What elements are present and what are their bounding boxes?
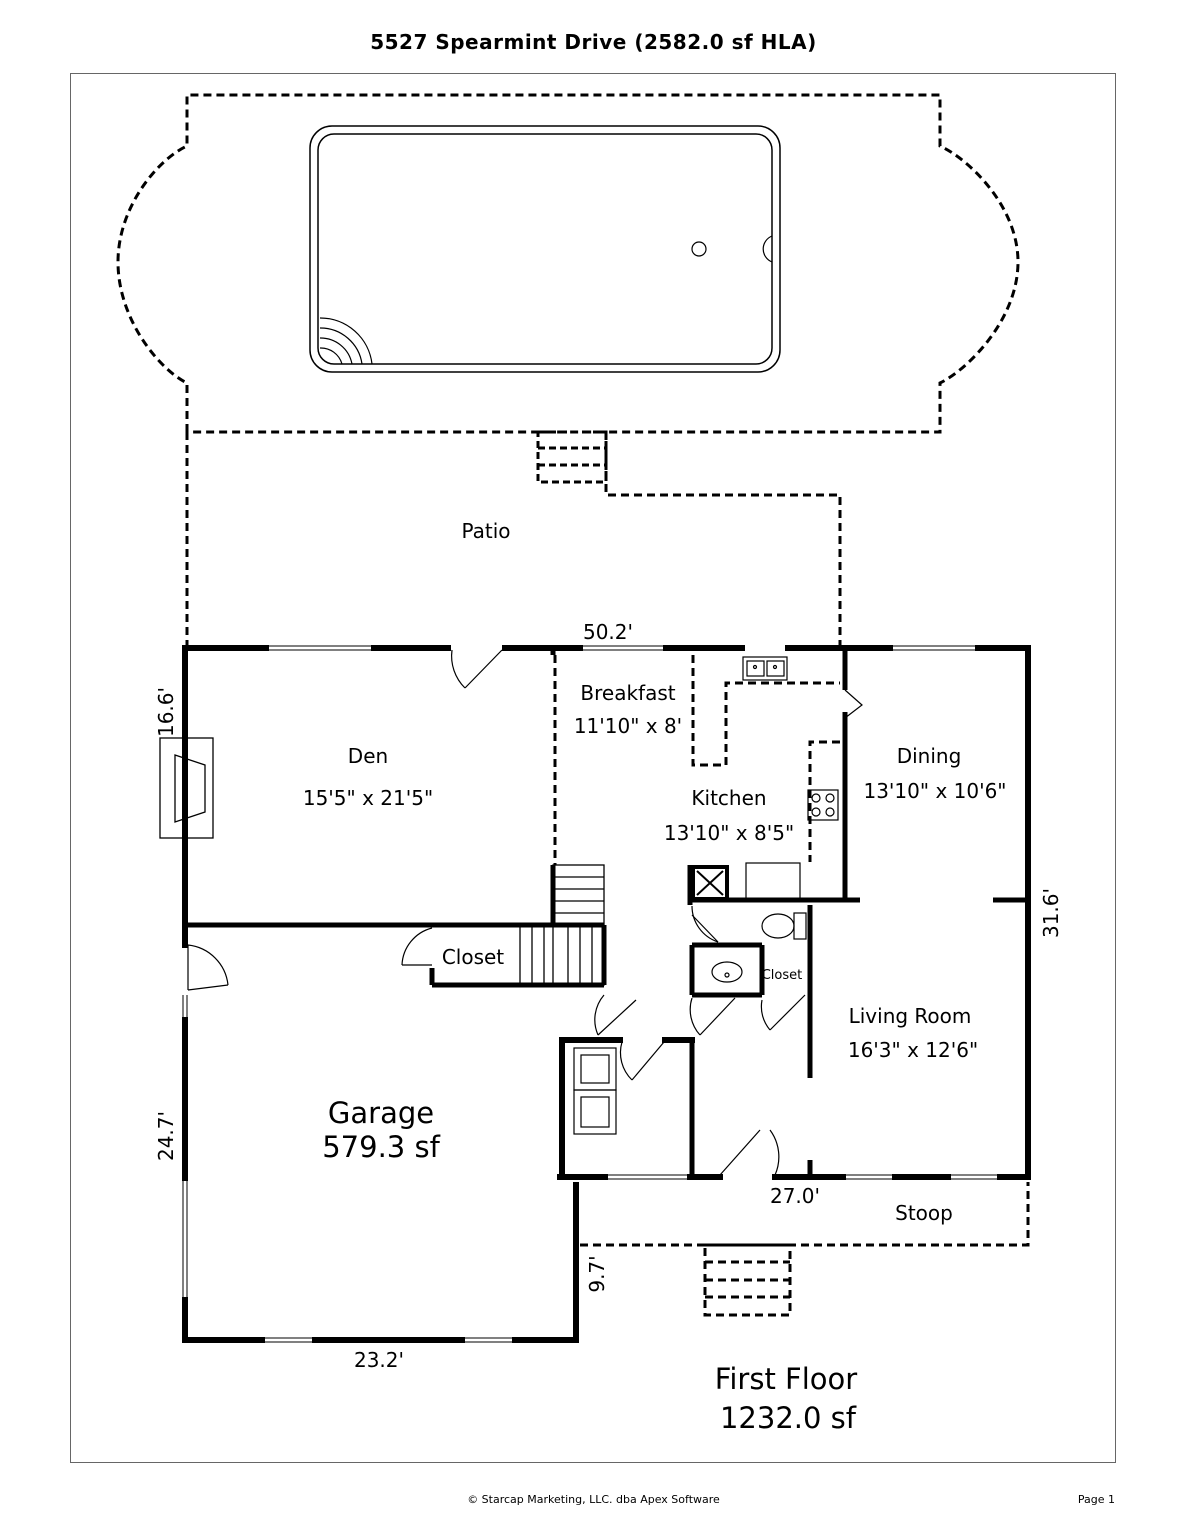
footer-copyright: © Starcap Marketing, LLC. dba Apex Softw…: [467, 1493, 720, 1506]
stoop-outline: [580, 1182, 1030, 1317]
kitchen-fixtures: [691, 656, 839, 983]
living-room-label: Living Room: [849, 1004, 972, 1028]
fireplace: [159, 737, 214, 839]
kitchen-size: 13'10" x 8'5": [664, 821, 794, 845]
patio-label: Patio: [461, 519, 510, 543]
garage-area: 579.3 sf: [322, 1130, 440, 1164]
exterior-walls: [182, 645, 1031, 1343]
dimension-left-den: 16.6': [154, 687, 178, 737]
footer-page-number: Page 1: [1077, 1493, 1115, 1506]
laundry-appliances: [573, 1047, 617, 1135]
dimension-right: 31.6': [1039, 888, 1063, 938]
dining-label: Dining: [897, 744, 962, 768]
dimension-left-garage: 24.7': [154, 1111, 178, 1161]
stairs: [519, 864, 605, 986]
dimension-top: 50.2': [583, 620, 633, 644]
pool-deck-outline: [116, 93, 1020, 434]
floor-name: First Floor: [715, 1362, 857, 1396]
hall-closet-label: Closet: [442, 945, 504, 969]
dimension-garage-bottom: 23.2': [354, 1348, 404, 1372]
stoop-label: Stoop: [895, 1201, 953, 1225]
kitchen-label: Kitchen: [691, 786, 766, 810]
patio-steps: [536, 430, 608, 484]
doors: [187, 649, 863, 1176]
small-closet-label: Closet: [762, 968, 803, 983]
patio-outline: [185, 432, 842, 645]
windows: [182, 645, 1000, 1343]
floor-area: 1232.0 sf: [720, 1401, 857, 1435]
page-title: 5527 Spearmint Drive (2582.0 sf HLA): [370, 30, 817, 54]
dimension-front: 27.0': [770, 1184, 820, 1208]
dining-size: 13'10" x 10'6": [863, 779, 1006, 803]
plan-frame: [70, 73, 1116, 1463]
dashed-interior: [553, 655, 840, 865]
breakfast-label: Breakfast: [580, 681, 675, 705]
breakfast-size: 11'10" x 8': [574, 714, 682, 738]
pool: [309, 125, 781, 373]
living-room-size: 16'3" x 12'6": [848, 1038, 978, 1062]
dimension-stoop: 9.7': [585, 1255, 609, 1292]
den-label: Den: [348, 744, 388, 768]
den-size: 15'5" x 21'5": [303, 786, 433, 810]
garage-label: Garage: [328, 1096, 434, 1130]
